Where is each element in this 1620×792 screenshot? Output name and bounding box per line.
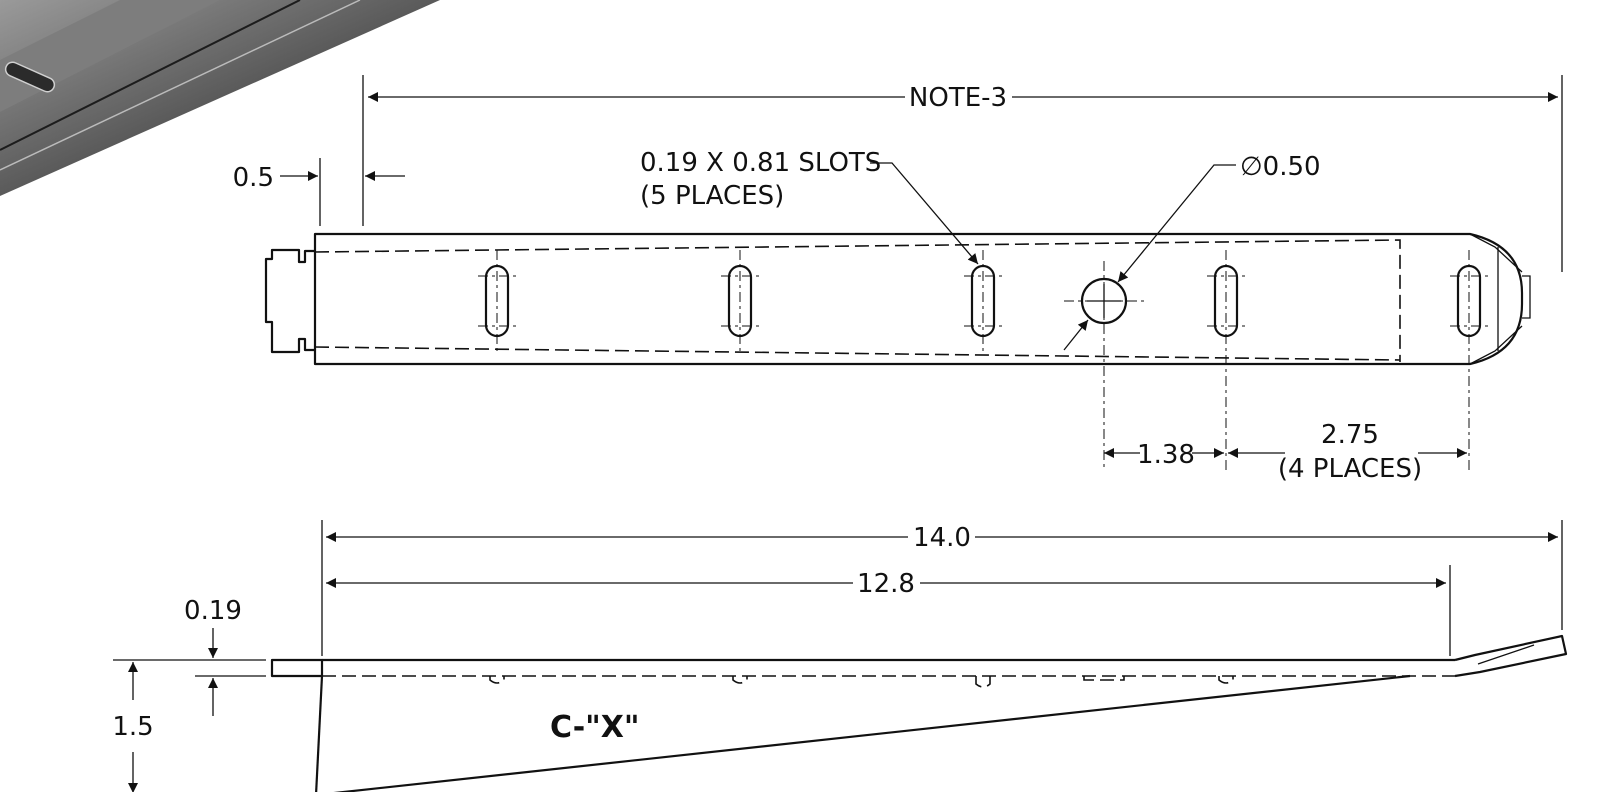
thickness-dimension: 0.19	[184, 596, 242, 626]
top-view-outline	[264, 232, 1524, 366]
isometric-view	[0, 0, 440, 196]
slot	[478, 250, 516, 352]
part-mark: C-"X"	[550, 710, 640, 745]
height-dimension: 1.5	[112, 712, 153, 742]
hole-to-slot-dimension: 1.38	[1137, 440, 1195, 470]
slots-callout: 0.19 X 0.81 SLOTS	[640, 148, 881, 178]
side-view-dimensions: 14.0 12.8 0.19 1.5	[112, 520, 1563, 792]
top-view-dimensions: NOTE-3 0.5 0.19 X 0.81 SLOTS (5 PLACES) …	[233, 75, 1563, 484]
slot	[1450, 250, 1488, 470]
edge-offset-dimension: 0.5	[233, 163, 274, 193]
slot-pitch-dimension: 2.75	[1321, 420, 1379, 450]
overall-length-dimension: 14.0	[913, 523, 971, 553]
hole	[1064, 261, 1144, 470]
straight-length-dimension: 12.8	[857, 569, 915, 599]
top-view	[264, 232, 1531, 470]
slots-places: (5 PLACES)	[640, 181, 784, 211]
slot	[964, 250, 1002, 352]
slot	[1207, 250, 1245, 470]
note-3-dimension: NOTE-3	[909, 83, 1007, 113]
slot	[721, 250, 759, 352]
slot-pitch-places: (4 PLACES)	[1278, 454, 1422, 484]
side-view: C-"X"	[270, 634, 1568, 792]
hole-diameter-callout: ∅0.50	[1240, 152, 1321, 182]
